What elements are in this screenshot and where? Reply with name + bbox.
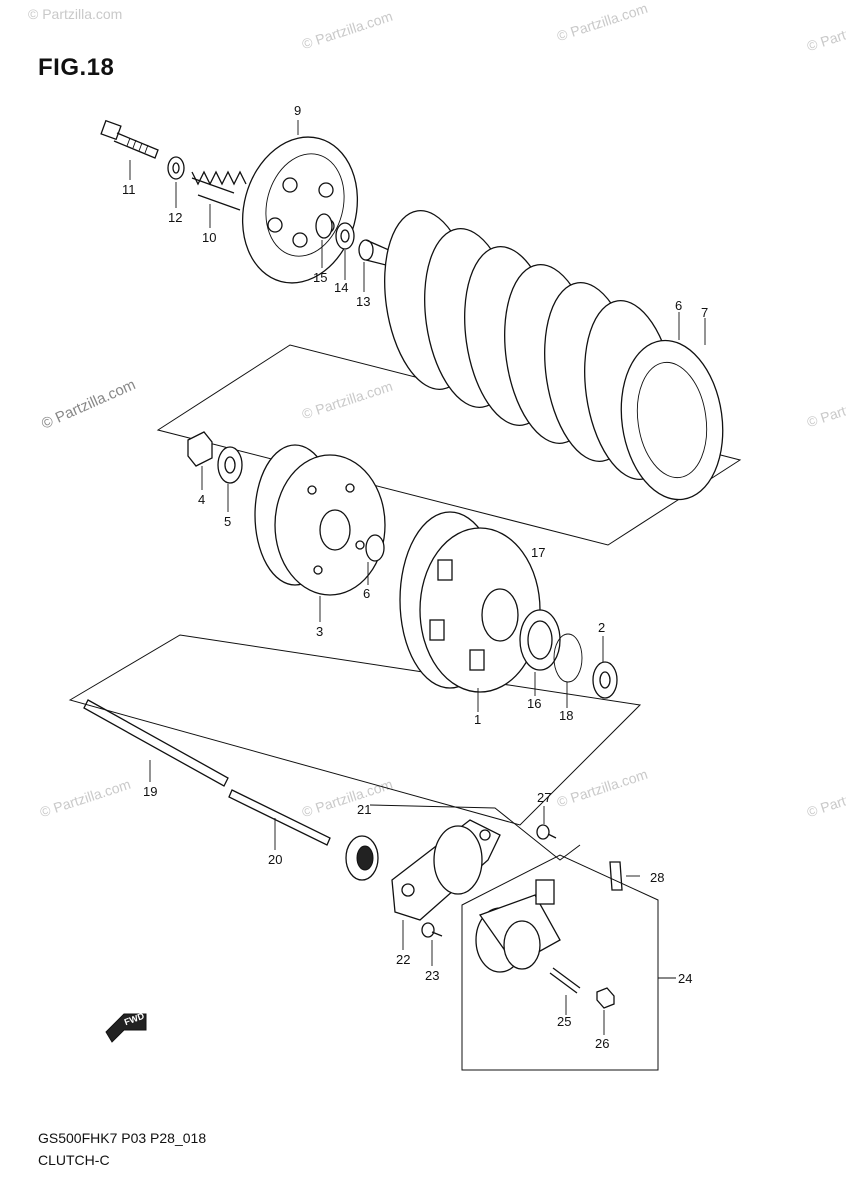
callout-5: 5: [224, 514, 232, 529]
callout-20: 20: [268, 852, 283, 867]
callout-9: 9: [294, 103, 302, 118]
hub-group-outline: [68, 634, 642, 826]
figure-title: FIG.18: [38, 54, 115, 81]
plates-group-outline: [156, 344, 742, 546]
callout-25: 25: [557, 1014, 572, 1029]
nut-4: [187, 431, 213, 467]
release-cylinder-24: [475, 879, 561, 973]
callout-6-plate: 6: [675, 298, 683, 313]
callout-6: 6: [363, 586, 371, 601]
callout-7: 7: [701, 305, 709, 320]
callout-14: 14: [334, 280, 349, 295]
callout-1: 1: [474, 712, 482, 727]
callout-12: 12: [168, 210, 183, 225]
callout-22: 22: [396, 952, 411, 967]
callout-2: 2: [598, 620, 606, 635]
callout-11: 11: [122, 182, 136, 197]
callout-21: 21: [357, 802, 372, 817]
callout-23: 23: [425, 968, 440, 983]
gasket-group-outline: [369, 804, 581, 861]
watermark: © Partzilla.com: [28, 6, 123, 22]
sleeve-hub-3: [254, 444, 386, 596]
push-rod-20: [228, 789, 331, 846]
stud-25: [549, 967, 581, 994]
release-cylinder-group-outline: [461, 854, 659, 1071]
callout-16: 16: [527, 696, 542, 711]
callout-18: 18: [559, 708, 574, 723]
thrust-washer-6: [365, 534, 385, 562]
bleeder-28: [609, 861, 623, 891]
gasket-22: [391, 819, 501, 921]
nut-26: [596, 987, 615, 1009]
fwd-arrow: [105, 1013, 147, 1043]
clutch-plates-stack: [384, 210, 724, 501]
callout-17: 17: [531, 545, 546, 560]
washer-15: [315, 213, 333, 239]
bearing-18: [553, 633, 583, 683]
bolt-27: [536, 824, 557, 840]
callout-26: 26: [595, 1036, 610, 1051]
leader-lines: [129, 120, 706, 1035]
callout-15: 15: [313, 270, 328, 285]
callout-27: 27: [537, 790, 552, 805]
callout-28: 28: [650, 870, 665, 885]
callout-10: 10: [202, 230, 217, 245]
figure-code: GS500FHK7 P03 P28_018: [38, 1130, 207, 1146]
bolt-11: [100, 119, 159, 159]
push-rod-19: [83, 699, 229, 787]
callout-19: 19: [143, 784, 158, 799]
primary-driven-gear-1: [399, 511, 541, 693]
bolt-23: [421, 922, 443, 938]
callout-4: 4: [198, 492, 206, 507]
washer-12: [167, 156, 185, 180]
callout-3: 3: [316, 624, 324, 639]
pressure-plate-9: [241, 136, 359, 284]
callout-24: 24: [678, 971, 693, 986]
figure-name: CLUTCH-C: [38, 1152, 110, 1168]
callout-13: 13: [356, 294, 371, 309]
spring-10: [191, 170, 247, 211]
